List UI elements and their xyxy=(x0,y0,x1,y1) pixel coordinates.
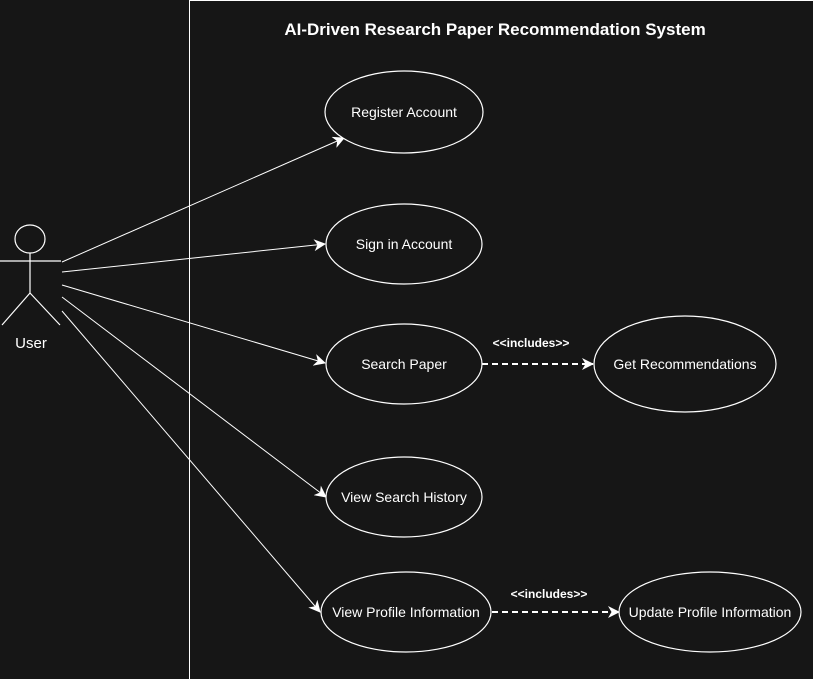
include-label-1: <<includes>> xyxy=(493,336,570,350)
association-history xyxy=(61,296,327,498)
use-case-update[interactable]: Update Profile Information xyxy=(618,571,802,653)
actor-label: User xyxy=(15,335,47,352)
use-case-register[interactable]: Register Account xyxy=(324,70,484,154)
use-case-register-shape xyxy=(324,70,484,154)
actor-right-leg xyxy=(29,292,61,326)
system-title: AI-Driven Research Paper Recommendation … xyxy=(284,20,705,39)
use-case-search[interactable]: Search Paper xyxy=(325,323,483,405)
use-case-signin-shape xyxy=(325,203,483,285)
use-case-profile[interactable]: View Profile Information xyxy=(320,571,492,653)
use-case-history-shape xyxy=(325,456,483,538)
actor-user[interactable] xyxy=(0,224,61,326)
association-profile xyxy=(61,310,321,613)
actor-left-leg xyxy=(1,292,31,326)
association-register xyxy=(61,136,345,263)
actor-head xyxy=(14,224,46,254)
use-case-signin[interactable]: Sign in Account xyxy=(325,203,483,285)
use-case-history[interactable]: View Search History xyxy=(325,456,483,538)
use-case-recommend-shape xyxy=(593,315,777,413)
association-search xyxy=(61,284,326,366)
use-case-register-label: Register Account xyxy=(351,104,457,120)
use-case-signin-label: Sign in Account xyxy=(356,236,453,252)
use-case-update-label: Update Profile Information xyxy=(629,604,792,620)
use-case-profile-shape xyxy=(320,571,492,653)
include-label-2: <<includes>> xyxy=(511,587,588,601)
use-case-update-shape xyxy=(618,571,802,653)
use-case-recommend-label: Get Recommendations xyxy=(613,356,756,372)
use-case-search-label: Search Paper xyxy=(361,356,447,372)
association-signin xyxy=(61,239,326,273)
use-case-profile-label: View Profile Information xyxy=(332,604,480,620)
use-case-recommend[interactable]: Get Recommendations xyxy=(593,315,777,413)
use-case-history-label: View Search History xyxy=(341,489,467,505)
use-case-search-shape xyxy=(325,323,483,405)
